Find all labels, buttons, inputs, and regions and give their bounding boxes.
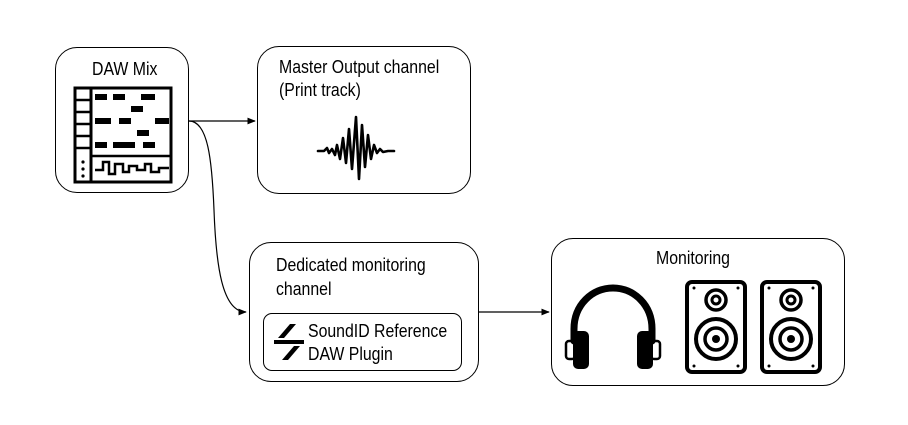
plugin-name: SoundID Reference — [308, 321, 448, 341]
headphones-icon — [564, 284, 662, 369]
master-output-title: Master Output channel — [279, 57, 440, 77]
plugin-type: DAW Plugin — [308, 344, 393, 364]
speaker-icon — [685, 280, 747, 374]
daw-mix-node: DAW Mix — [55, 47, 189, 193]
dedicated-monitoring-node: Dedicated monitoring channel SoundID Ref… — [249, 242, 479, 382]
daw-mix-title: DAW Mix — [92, 59, 158, 79]
soundid-logo-icon — [274, 324, 304, 360]
monitoring-title: Monitoring — [656, 248, 730, 268]
master-output-subtitle: (Print track) — [279, 80, 361, 100]
monitoring-node: Monitoring — [551, 238, 845, 386]
master-output-node: Master Output channel (Print track) — [257, 46, 471, 194]
daw-mixer-icon — [73, 86, 173, 184]
arrow-daw-to-monitoring-channel — [188, 120, 247, 316]
dedicated-monitoring-subtitle: channel — [276, 279, 332, 299]
waveform-icon — [316, 115, 396, 181]
speaker-icon — [760, 280, 822, 374]
soundid-plugin-box: SoundID Reference DAW Plugin — [263, 313, 462, 371]
dedicated-monitoring-title: Dedicated monitoring — [276, 255, 426, 275]
